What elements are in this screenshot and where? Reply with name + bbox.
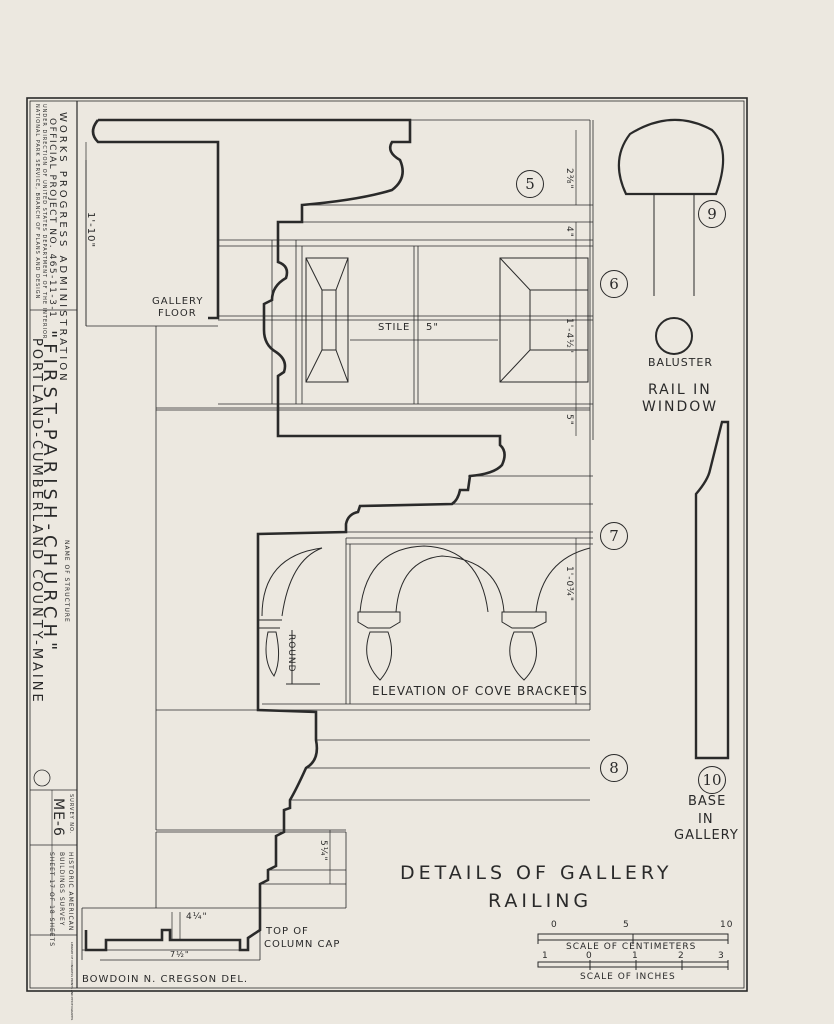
callout-6: 6 <box>600 270 628 298</box>
dimension-5: 5" <box>564 414 574 426</box>
cm-tick-5: 5 <box>623 920 630 930</box>
stile-label: STILE <box>378 322 411 333</box>
inch-tick-3: 3 <box>718 951 725 961</box>
survey-number: ME-6 <box>50 798 66 837</box>
outer-border <box>26 97 748 992</box>
dimension-2-3-8: 2⅜" <box>564 168 574 190</box>
rail-in-window-profile <box>617 118 725 196</box>
structure-caption: NAME OF STRUCTURE <box>63 540 70 623</box>
cm-tick-0: 0 <box>551 920 558 930</box>
agency-line-2: OFFICIAL PROJECT NO. 465-11-3-1 <box>47 118 57 319</box>
stile-dimension: 5" <box>426 322 439 333</box>
corner-note: LIBRARY OF CONGRESS PRINTS AND PHOTOGRAP… <box>70 942 74 1021</box>
callout-8: 8 <box>600 754 628 782</box>
dimension-4-1-4: 4¼" <box>186 912 208 922</box>
dimension-1-4-1-2: 1'-4½" <box>564 318 574 355</box>
base-in-gallery-profile <box>694 420 730 760</box>
raised-panels <box>305 257 589 383</box>
callout-10: 10 <box>698 766 726 794</box>
inch-tick-0: 0 <box>586 951 593 961</box>
base-label-2: IN <box>698 812 714 827</box>
survey-caption: SURVEY NO. <box>68 794 74 835</box>
gallery-label: GALLERY <box>152 296 204 307</box>
survey-stamp-icon <box>33 769 51 787</box>
drawing-title-line-1: DETAILS OF GALLERY <box>400 862 673 884</box>
round-label: ROUND <box>286 634 296 673</box>
cove-brackets <box>258 545 591 685</box>
inch-tick-1a: 1 <box>542 951 549 961</box>
inch-scale-label: SCALE OF INCHES <box>580 972 676 982</box>
dimension-5-1-4: 5¼" <box>318 840 328 862</box>
sheet-number: SHEET 17 OF 18 SHEETS <box>48 852 55 948</box>
cm-tick-10: 10 <box>720 920 734 930</box>
callout-9: 9 <box>698 200 726 228</box>
drawing-title-line-2: RAILING <box>488 890 593 912</box>
baluster-label: BALUSTER <box>648 356 713 369</box>
base-label-3: GALLERY <box>674 828 739 843</box>
rail-in-window-label-1: RAIL IN <box>648 382 712 398</box>
agency-line-3: UNDER DIRECTION OF UNITED STATES DEPARTM… <box>41 104 47 340</box>
habs-line-2: BUILDINGS SURVEY <box>58 852 65 927</box>
gallery-rail-profile <box>84 118 506 952</box>
baluster-section <box>655 317 693 355</box>
dimension-7-1-2: 7½" <box>170 950 190 959</box>
top-of-column-cap-label-1: TOP OF <box>266 926 309 937</box>
inch-tick-1: 1 <box>632 951 639 961</box>
cm-scale-label: SCALE OF CENTIMETERS <box>566 942 697 952</box>
callout-7: 7 <box>600 522 628 550</box>
delineator-credit: BOWDOIN N. CREGSON DEL. <box>82 974 249 985</box>
rail-in-window-label-2: WINDOW <box>642 399 719 415</box>
dimension-1-0-3-4: 1'-0¾" <box>564 566 574 603</box>
habs-line-1: HISTORIC AMERICAN <box>67 852 74 932</box>
floor-label: FLOOR <box>158 308 197 319</box>
dimension-1-10: 1'-10" <box>85 212 96 249</box>
scale-bars <box>537 933 729 970</box>
top-of-column-cap-label-2: COLUMN CAP <box>264 939 341 950</box>
inch-tick-2: 2 <box>678 951 685 961</box>
base-label-1: BASE <box>688 794 727 809</box>
agency-line-4: NATIONAL PARK SERVICE, BRANCH OF PLANS A… <box>34 104 40 300</box>
location: PORTLAND-CUMBERLAND COUNTY-MAINE <box>29 338 44 705</box>
elevation-label: ELEVATION OF COVE BRACKETS <box>372 684 588 698</box>
callout-5: 5 <box>516 170 544 198</box>
dimension-lines <box>82 130 577 951</box>
construction-lines <box>81 119 594 961</box>
dimension-4: 4" <box>564 226 574 238</box>
